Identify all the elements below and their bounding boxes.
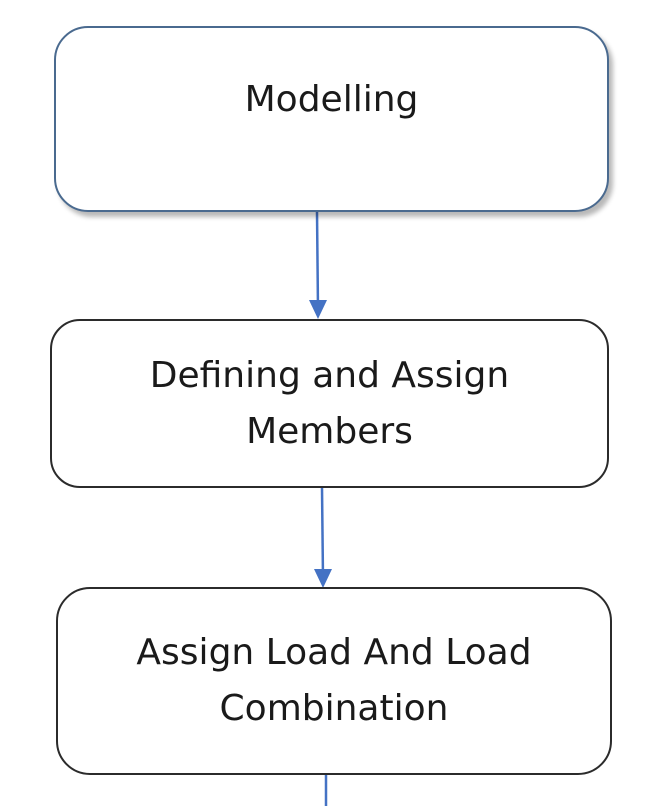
flow-box-defining-members: Defining and Assign Members	[50, 319, 609, 488]
arrow-defining-members-to-assign-load	[320, 487, 325, 579]
flow-box-label: Defining and Assign Members	[149, 354, 510, 452]
flow-box-assign-load: Assign Load And Load Combination	[56, 587, 612, 775]
flow-box-label: Modelling	[244, 79, 419, 120]
flow-box-label: Assign Load And Load Combination	[136, 632, 532, 729]
flow-box-modelling: Modelling	[54, 26, 609, 212]
arrow-modelling-to-defining-members	[315, 211, 320, 311]
arrowhead-1	[309, 300, 327, 319]
arrowhead-2	[314, 569, 332, 588]
